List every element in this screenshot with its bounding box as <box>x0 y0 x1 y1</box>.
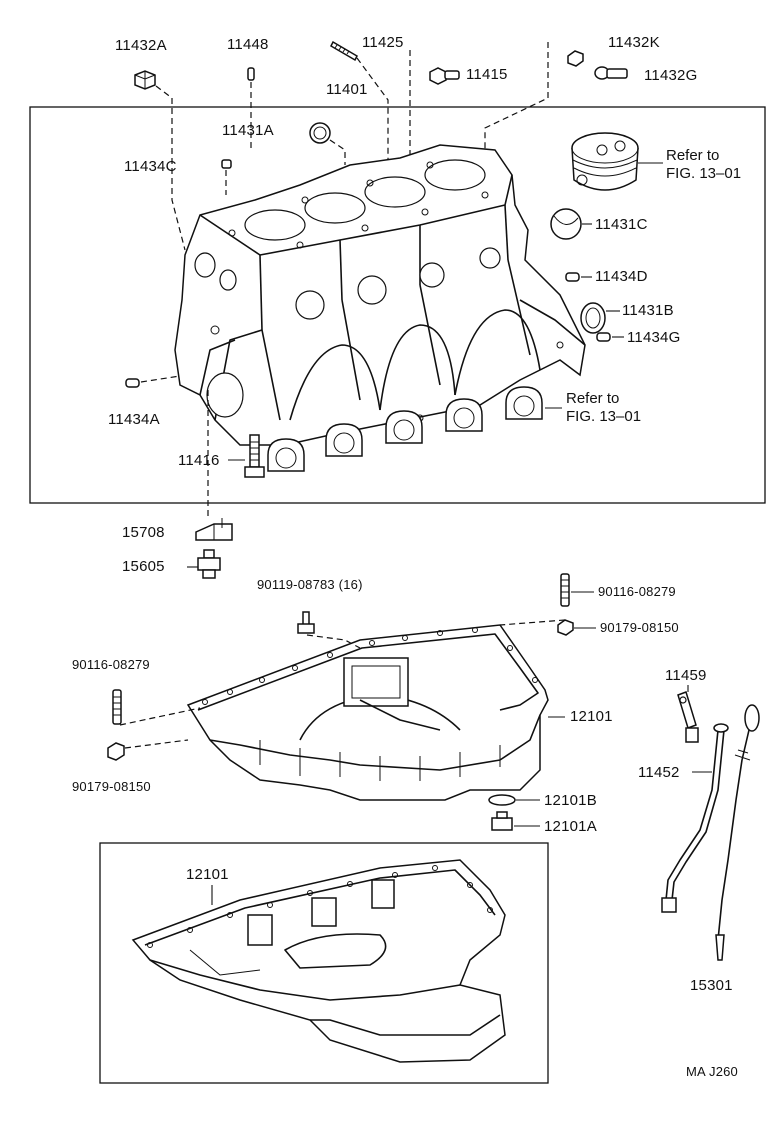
piston-reference: Refer to FIG. 13–01 <box>666 147 741 183</box>
pin-11448 <box>247 67 255 81</box>
label-12101B: 12101B <box>544 792 597 809</box>
oil-pressure-switch-15605 <box>197 549 221 579</box>
label-12101: 12101 <box>570 708 613 725</box>
label-11434D: 11434D <box>595 268 648 285</box>
stud-90116-08279-right <box>560 573 570 607</box>
bearing-reference-line2: FIG. 13–01 <box>566 408 642 425</box>
drain-plug-12101A <box>491 811 513 831</box>
label-15301: 15301 <box>690 977 733 994</box>
pin-11434A <box>125 378 140 388</box>
label-12101-alt: 12101 <box>186 866 229 883</box>
pin-11434C <box>221 159 232 169</box>
dipstick-guide-clamp-11459 <box>677 691 699 743</box>
nut-90179-08150-right <box>557 619 574 636</box>
nut-90179-08150-left <box>107 742 125 761</box>
piston-reference-line2: FIG. 13–01 <box>666 165 742 182</box>
part-11415 <box>429 67 460 85</box>
stud-90116-08279-left <box>112 689 122 725</box>
label-11431A: 11431A <box>222 122 274 139</box>
label-11434G: 11434G <box>627 329 681 346</box>
piston-reference-line1: Refer to <box>666 147 720 164</box>
bearing-reference-line1: Refer to <box>566 390 620 407</box>
seal-11431B <box>580 302 606 334</box>
label-11434C: 11434C <box>124 158 177 175</box>
gasket-12101B <box>488 794 516 806</box>
alt-oil-pan-12101 <box>131 859 506 1063</box>
dipstick-15301 <box>715 704 760 961</box>
plug-11431C <box>550 208 582 240</box>
label-11432K: 11432K <box>608 34 660 51</box>
plug-11432A <box>134 70 156 90</box>
label-15605: 15605 <box>122 558 165 575</box>
figure-code: MA J260 <box>686 1064 738 1079</box>
label-12101A: 12101A <box>544 818 597 835</box>
bolt-11416 <box>244 434 265 478</box>
label-11434A: 11434A <box>108 411 160 428</box>
cylinder-block-frame <box>29 106 766 504</box>
label-11431C: 11431C <box>595 216 648 233</box>
plug-11431A <box>309 122 331 144</box>
pin-11434G <box>596 332 611 342</box>
label-11425: 11425 <box>362 34 404 51</box>
label-90116-08279-left: 90116-08279 <box>72 657 150 672</box>
piston <box>571 132 639 191</box>
pin-11434D <box>565 272 580 282</box>
label-11401: 11401 <box>326 81 368 98</box>
label-11415: 11415 <box>466 66 508 83</box>
label-11432G: 11432G <box>644 67 698 84</box>
bearing-caps <box>267 386 543 472</box>
label-15708: 15708 <box>122 524 165 541</box>
label-11432A: 11432A <box>115 37 167 54</box>
bracket-15708 <box>195 518 233 541</box>
plug-11432G <box>594 66 628 80</box>
bearing-reference: Refer to FIG. 13–01 <box>566 390 641 426</box>
cylinder-block-11401 <box>174 144 586 446</box>
label-90179-08150-left: 90179-08150 <box>72 779 151 794</box>
plug-11432K <box>567 50 584 67</box>
dipstick-guide-11452 <box>661 723 729 913</box>
label-90116-08279-right: 90116-08279 <box>598 584 676 599</box>
label-11459: 11459 <box>665 667 707 684</box>
label-90179-08150-right: 90179-08150 <box>600 620 679 635</box>
label-11452: 11452 <box>638 764 680 781</box>
label-11431B: 11431B <box>622 302 674 319</box>
oil-pan-12101 <box>186 624 549 801</box>
label-90119-08783: 90119-08783 (16) <box>257 577 363 592</box>
label-11416: 11416 <box>178 452 220 469</box>
label-11448: 11448 <box>227 36 269 53</box>
stud-11425 <box>330 40 358 62</box>
bolt-90119-08783 <box>297 611 315 634</box>
alt-oil-pan-frame <box>99 842 549 1084</box>
